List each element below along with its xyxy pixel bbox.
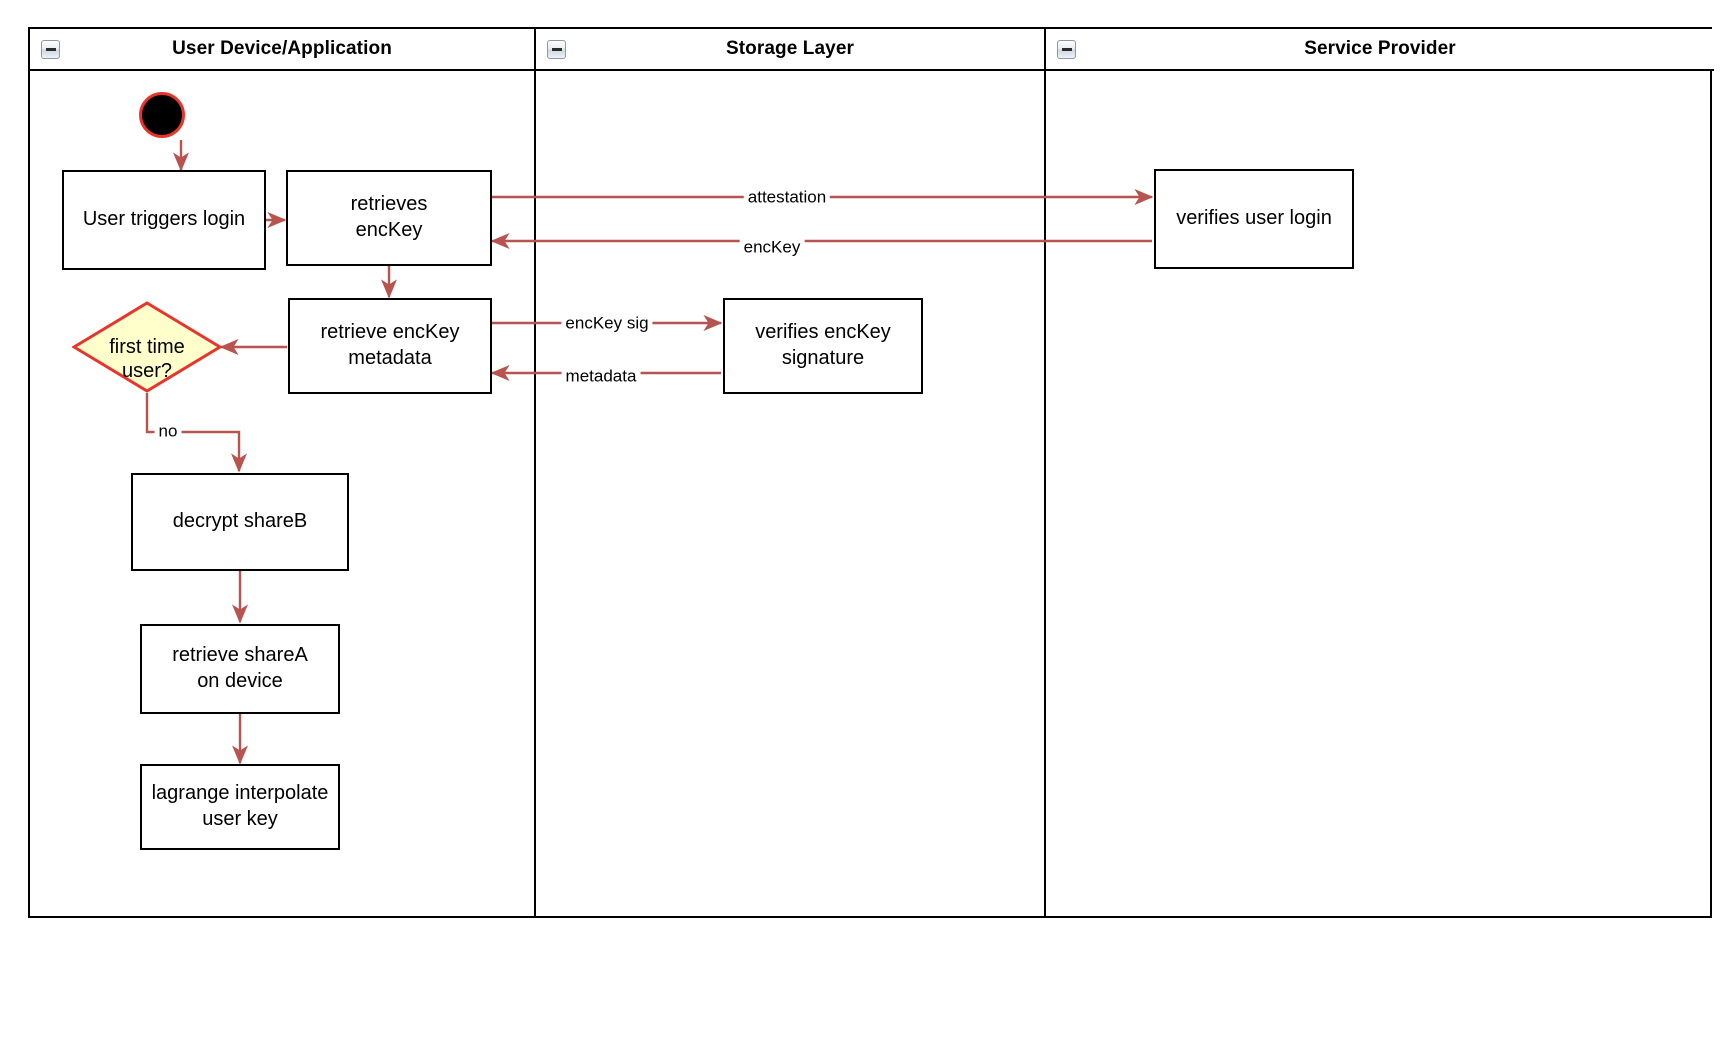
node-label-retrieve-enckey-metadata-line2: metadata [348,347,432,369]
node-label-retrieve-sharea-line1: retrieve shareA [172,644,308,667]
node-label-first-time-user-line2: user? [121,360,173,383]
node-label-verifies-enckey-sig-line1: verifies encKey [755,321,891,344]
lane-user-device: User Device/Application [30,29,534,916]
collapse-minus-icon-storage-layer[interactable] [547,40,566,59]
lane-header-storage-layer: Storage Layer [536,29,1044,71]
lane-title-storage-layer: Storage Layer [725,38,855,59]
node-label-user-triggers-login: User triggers login [82,208,246,231]
decision-diamond-shape [72,301,222,393]
lane-header-user-device: User Device/Application [30,29,534,71]
lane-storage-layer: Storage Layer [534,29,1044,916]
lane-header-service-provider: Service Provider [1046,29,1714,71]
node-retrieves-enckey[interactable]: retrieves encKey [286,170,492,266]
node-lagrange-interpolate-user-key[interactable]: lagrange interpolate user key [140,764,340,850]
node-label-verifies-user-login: verifies user login [1176,207,1332,230]
node-label-retrieves-enckey-line2: encKey [355,219,423,241]
node-label-decrypt-shareb: decrypt shareB [172,510,308,533]
edge-label-metadata: metadata [561,365,641,387]
node-user-triggers-login[interactable]: User triggers login [62,170,266,270]
collapse-minus-icon-service-provider[interactable] [1057,40,1076,59]
edge-label-attestation: attestation [743,186,831,208]
node-retrieve-sharea-on-device[interactable]: retrieve shareA on device [140,624,340,714]
node-label-lagrange-line1: lagrange interpolate [151,782,329,805]
node-retrieve-enckey-metadata[interactable]: retrieve encKey metadata [288,298,492,394]
edge-label-enckey-sig: encKey sig [561,312,653,334]
lane-title-service-provider: Service Provider [1304,38,1456,59]
node-verifies-user-login[interactable]: verifies user login [1154,169,1354,269]
collapse-minus-icon-user-device[interactable] [41,40,60,59]
node-first-time-user-decision[interactable]: first time user? [72,301,222,393]
lane-service-provider: Service Provider [1044,29,1714,916]
node-label-verifies-enckey-sig-line2: signature [781,347,865,369]
node-label-retrieve-enckey-metadata-line1: retrieve encKey [320,321,460,344]
edge-label-enckey: encKey [739,236,805,258]
node-decrypt-shareb[interactable]: decrypt shareB [131,473,349,571]
node-label-retrieve-sharea-line2: on device [197,670,283,692]
node-verifies-enckey-signature[interactable]: verifies encKey signature [723,298,923,394]
node-label-retrieves-enckey-line1: retrieves [350,193,428,216]
lane-title-user-device: User Device/Application [172,38,392,59]
edge-label-no: no [154,420,182,442]
start-node[interactable] [139,92,185,138]
node-label-lagrange-line2: user key [202,808,278,830]
node-label-first-time-user-line1: first time [109,335,185,358]
